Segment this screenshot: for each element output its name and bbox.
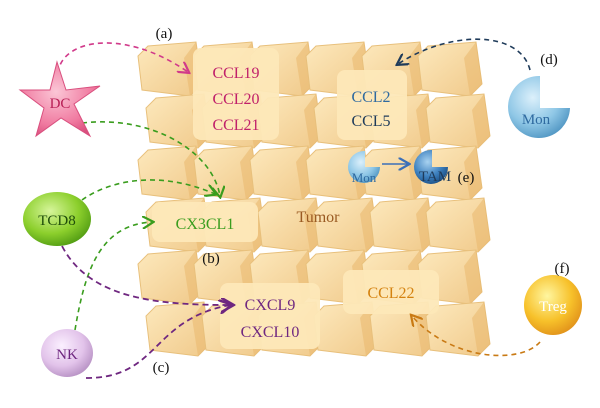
- monocyte-small-icon: [348, 150, 380, 183]
- tumor-tile-shade: [464, 250, 482, 304]
- arrow-treg-to-ccl22: [412, 316, 541, 357]
- monocyte-icon: [508, 75, 570, 138]
- tam-label: TAM: [419, 169, 451, 185]
- monocyte-outer: Mon: [508, 75, 570, 138]
- chemokine-box-b: [152, 202, 258, 242]
- chemokine-box-a: [193, 48, 279, 140]
- treg-cell: Treg: [524, 275, 582, 335]
- chemokine-ccl22: CCL22: [367, 285, 414, 302]
- arrow-tcd8-to-cx3cl1: [81, 179, 215, 201]
- arrow-nk-to-cxcl9: [85, 305, 230, 379]
- mon-inner-label: Mon: [352, 170, 377, 185]
- chemokine-ccl21: CCL21: [212, 117, 259, 134]
- arrow-mon-to-ccl2: [398, 38, 531, 71]
- tcd8-cell: TCD8: [23, 192, 91, 246]
- arrow-tcd8-to-cxcl9: [61, 245, 232, 305]
- label-e: (e): [458, 170, 475, 186]
- tumor-tile-shade: [472, 302, 490, 356]
- treg-sphere-icon: [524, 275, 582, 335]
- nk-cell: NK: [41, 329, 93, 377]
- label-f: (f): [555, 261, 570, 277]
- tcd8-label: TCD8: [38, 213, 76, 229]
- tumor-tile-shade: [464, 42, 482, 96]
- tumor-tile-shade: [472, 94, 490, 148]
- label-c: (c): [153, 360, 170, 376]
- tam-icon: [414, 149, 448, 184]
- dc-label: DC: [50, 96, 71, 112]
- chemokine-box-f: [343, 270, 439, 314]
- chemokine-box-d: [337, 70, 407, 140]
- chemokine-ccl19: CCL19: [212, 65, 259, 82]
- mon-outer-label: Mon: [522, 112, 551, 128]
- arrow-nk-to-cx3cl1: [74, 222, 152, 331]
- nk-label: NK: [56, 347, 78, 363]
- label-d: (d): [540, 52, 558, 68]
- tumor-tile-shade: [472, 198, 490, 252]
- chemokine-box-c: [220, 283, 320, 349]
- chemokine-cxcl9: CXCL9: [245, 297, 296, 314]
- chemokine-ccl2: CCL2: [351, 89, 390, 106]
- tam-cell: TAM: [414, 149, 451, 185]
- monocyte-inner: Mon: [348, 150, 380, 185]
- dc-cell: DC: [18, 60, 101, 138]
- chemokine-ccl20: CCL20: [212, 91, 259, 108]
- chemokine-cxcl10: CXCL10: [241, 324, 300, 341]
- label-b: (b): [202, 251, 220, 267]
- tumor-label: Tumor: [297, 209, 341, 226]
- chemokine-ccl5: CCL5: [351, 113, 390, 130]
- tcd8-sphere-icon: [23, 192, 91, 246]
- chemokine-cx3cl1: CX3CL1: [176, 216, 235, 233]
- tumor-tile-shade: [464, 146, 482, 200]
- label-a: (a): [156, 26, 173, 42]
- star-icon: [18, 60, 101, 138]
- nk-sphere-icon: [41, 329, 93, 377]
- treg-label: Treg: [539, 299, 567, 315]
- arrow-dc-to-cx3cl1: [81, 121, 220, 196]
